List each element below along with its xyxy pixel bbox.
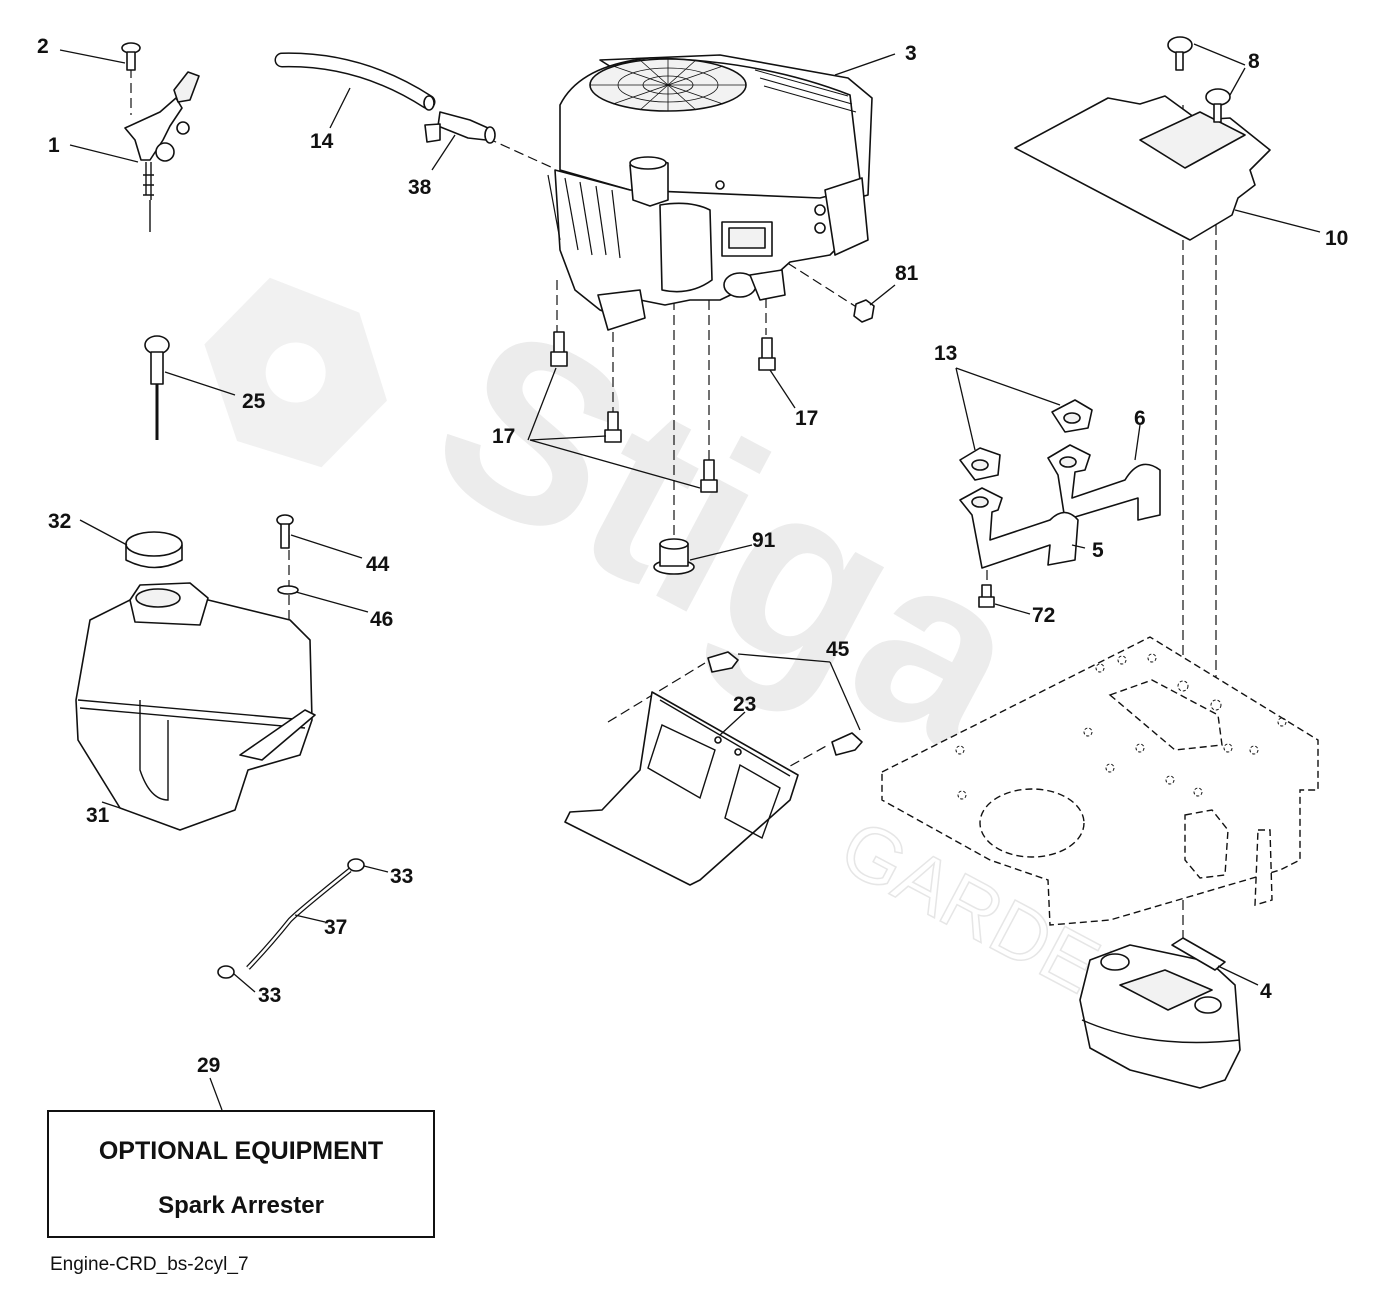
part-fuel-fitting xyxy=(424,111,496,144)
label-part-45: 45 xyxy=(826,638,850,661)
label-part-25: 25 xyxy=(242,390,266,413)
part-knobs-8 xyxy=(1167,36,1231,123)
label-part-17-left: 17 xyxy=(492,425,515,448)
part-heat-shield xyxy=(1014,95,1271,241)
label-part-44: 44 xyxy=(366,553,390,576)
label-part-33-top: 33 xyxy=(390,865,413,888)
part-bolts-45 xyxy=(707,651,863,756)
part-nut-81 xyxy=(853,299,875,323)
part-clamps-33 xyxy=(217,858,365,979)
label-part-29: 29 xyxy=(197,1054,220,1077)
part-exhaust-pipe-5 xyxy=(959,487,1079,569)
optional-equipment-subtitle: Spark Arrester xyxy=(158,1192,324,1219)
part-muffler xyxy=(1079,937,1241,1089)
part-fuel-tank xyxy=(75,582,316,831)
part-engine xyxy=(547,54,873,331)
label-part-13: 13 xyxy=(934,342,957,365)
label-part-1: 1 xyxy=(48,134,60,157)
label-part-2: 2 xyxy=(37,35,49,58)
label-part-5: 5 xyxy=(1092,539,1104,562)
part-bolts-17 xyxy=(550,331,776,493)
label-part-17-right: 17 xyxy=(795,407,818,430)
watermark-logo-icon xyxy=(204,277,387,468)
label-part-31: 31 xyxy=(86,804,110,827)
label-part-3: 3 xyxy=(905,42,917,65)
label-part-33-bottom: 33 xyxy=(258,984,281,1007)
part-fuel-line xyxy=(246,868,352,970)
diagram-code: Engine-CRD_bs-2cyl_7 xyxy=(50,1254,249,1275)
label-part-46: 46 xyxy=(370,608,393,631)
label-part-38: 38 xyxy=(408,176,432,199)
part-frame xyxy=(881,636,1319,926)
part-washer-46 xyxy=(277,585,299,595)
watermark: Stiga GARDEN xyxy=(204,270,1164,1037)
part-screw-72 xyxy=(978,584,995,608)
label-part-81: 81 xyxy=(895,262,919,285)
label-part-91: 91 xyxy=(752,529,776,552)
optional-equipment-title: OPTIONAL EQUIPMENT xyxy=(99,1137,383,1165)
label-part-72: 72 xyxy=(1032,604,1055,627)
part-dipstick xyxy=(144,335,170,440)
part-screw-2 xyxy=(121,42,141,71)
part-shield-plate xyxy=(564,691,799,886)
part-spacer-91 xyxy=(653,538,695,575)
leader-lines xyxy=(59,43,1321,1111)
part-throttle-control xyxy=(124,71,200,232)
part-fuel-cap xyxy=(125,531,183,569)
label-part-6: 6 xyxy=(1134,407,1146,430)
part-fuel-hose xyxy=(274,52,436,111)
label-part-8: 8 xyxy=(1248,50,1260,73)
part-gaskets-13 xyxy=(959,399,1093,481)
label-part-32: 32 xyxy=(48,510,71,533)
label-part-4: 4 xyxy=(1260,980,1272,1003)
optional-equipment-box: OPTIONAL EQUIPMENT Spark Arrester xyxy=(47,1110,435,1238)
label-part-23: 23 xyxy=(733,693,756,716)
part-labels: 2 1 3 14 38 8 10 81 25 17 17 13 6 5 72 3… xyxy=(37,35,1348,1077)
label-part-14: 14 xyxy=(310,130,334,153)
label-part-10: 10 xyxy=(1325,227,1348,250)
label-part-37: 37 xyxy=(324,916,347,939)
part-screw-44 xyxy=(276,514,294,549)
part-exhaust-pipe-6 xyxy=(1047,444,1161,521)
